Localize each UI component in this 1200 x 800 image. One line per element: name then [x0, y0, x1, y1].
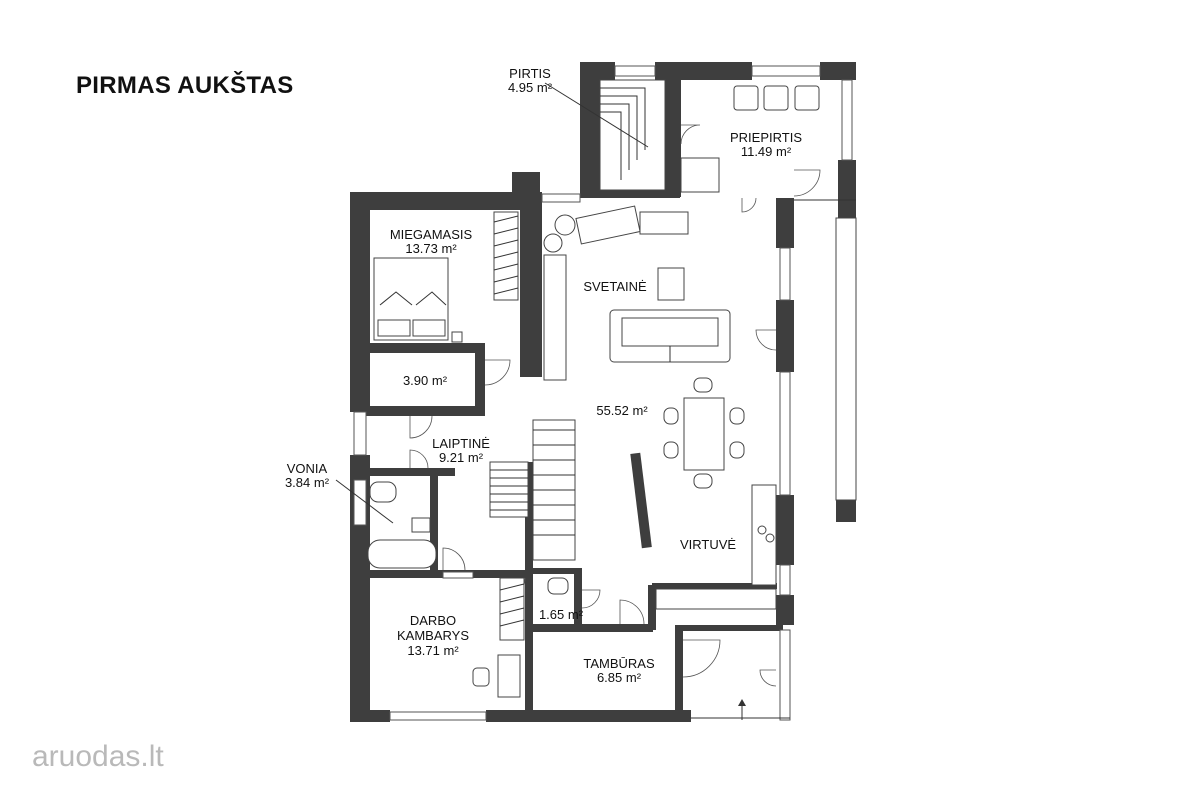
room-label-svetaine: SVETAINĖ [583, 279, 647, 294]
watermark-domain: .lt [140, 740, 164, 773]
double-bed [373, 257, 463, 343]
room-label-wc: 1.65 m² [539, 607, 584, 622]
main-sofa [609, 309, 731, 363]
sofa [575, 205, 641, 245]
wardrobe [493, 211, 519, 301]
doors [409, 124, 821, 687]
toilet-icon [369, 481, 397, 503]
stove-icon [757, 525, 767, 535]
armchair [733, 85, 759, 111]
leader-lines [335, 82, 649, 524]
kitchen-counter-bottom [655, 588, 777, 610]
armchair [794, 85, 820, 111]
plant-icon [554, 214, 576, 236]
furniture [367, 79, 857, 698]
chair-icon [472, 667, 490, 687]
coffee-table [657, 267, 685, 301]
sauna-benches [599, 79, 666, 191]
page-title: PIRMAS AUKŠTAS [76, 72, 294, 99]
terrace [835, 217, 857, 501]
watermark: aruodas.lt [32, 740, 164, 774]
desk [497, 654, 521, 698]
sink-icon [411, 517, 431, 533]
room-label-virtuve: VIRTUVĖ [680, 537, 736, 552]
entrance-arrow-icon [738, 699, 746, 720]
room-label-svetaine-area: 55.52 m² [596, 403, 648, 418]
watermark-brand: aruodas [32, 740, 141, 773]
toilet-icon [547, 577, 569, 595]
bathtub-icon [367, 539, 437, 569]
shower [680, 157, 720, 193]
sofa [639, 211, 689, 235]
kitchen-island [630, 452, 652, 549]
room-label-sandeliukas: 3.90 m² [403, 373, 448, 388]
plant-icon [543, 233, 563, 253]
stove-icon [765, 533, 775, 543]
staircase [489, 419, 576, 561]
tv-shelf [543, 254, 567, 381]
armchair [763, 85, 789, 111]
dining-table [663, 377, 745, 489]
